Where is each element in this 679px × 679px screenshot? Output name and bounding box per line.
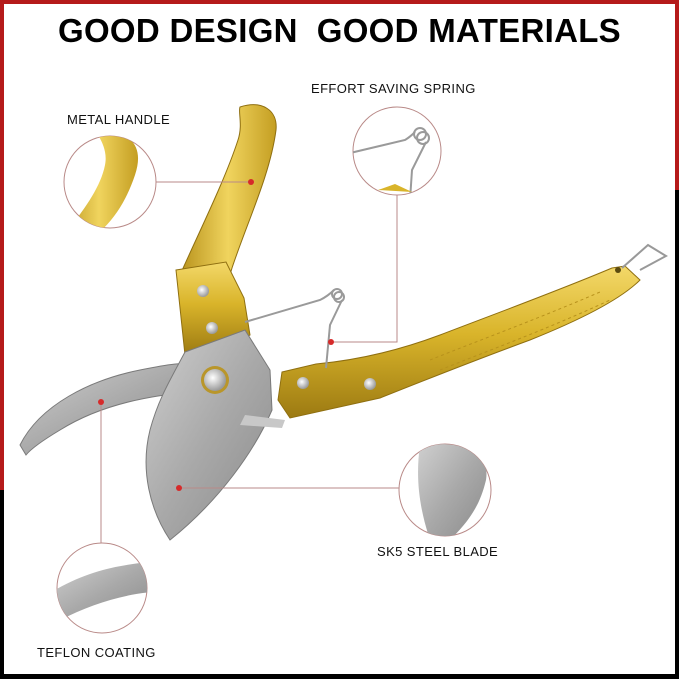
frame-left-border-red — [0, 0, 4, 490]
frame-right-border-black — [675, 190, 679, 679]
frame-bottom-border — [0, 674, 679, 679]
metal-handle-magnifier — [63, 135, 157, 229]
spring — [244, 288, 345, 369]
frame-top-border — [0, 0, 679, 4]
frame-left-border-black — [0, 490, 4, 679]
upper-handle — [175, 104, 277, 356]
callout-label-sk5-steel-blade: SK5 STEEL BLADE — [377, 544, 499, 559]
callout-lines — [100, 181, 399, 543]
lower-handle — [277, 243, 669, 419]
callout-label-teflon-coating: TEFLON COATING — [37, 645, 156, 660]
callout-label-metal-handle: METAL HANDLE — [67, 112, 171, 127]
callout-dots — [98, 179, 334, 491]
cutting-blade — [145, 329, 285, 541]
steel-blade-magnifier — [398, 443, 492, 537]
frame-right-border-red — [675, 0, 679, 190]
headline: GOOD DESIGN GOOD MATERIALS — [57, 12, 621, 49]
callout-label-effort-saving-spring: EFFORT SAVING SPRING — [311, 81, 476, 96]
spring-magnifier — [352, 106, 442, 196]
teflon-coating-magnifier — [56, 542, 148, 634]
